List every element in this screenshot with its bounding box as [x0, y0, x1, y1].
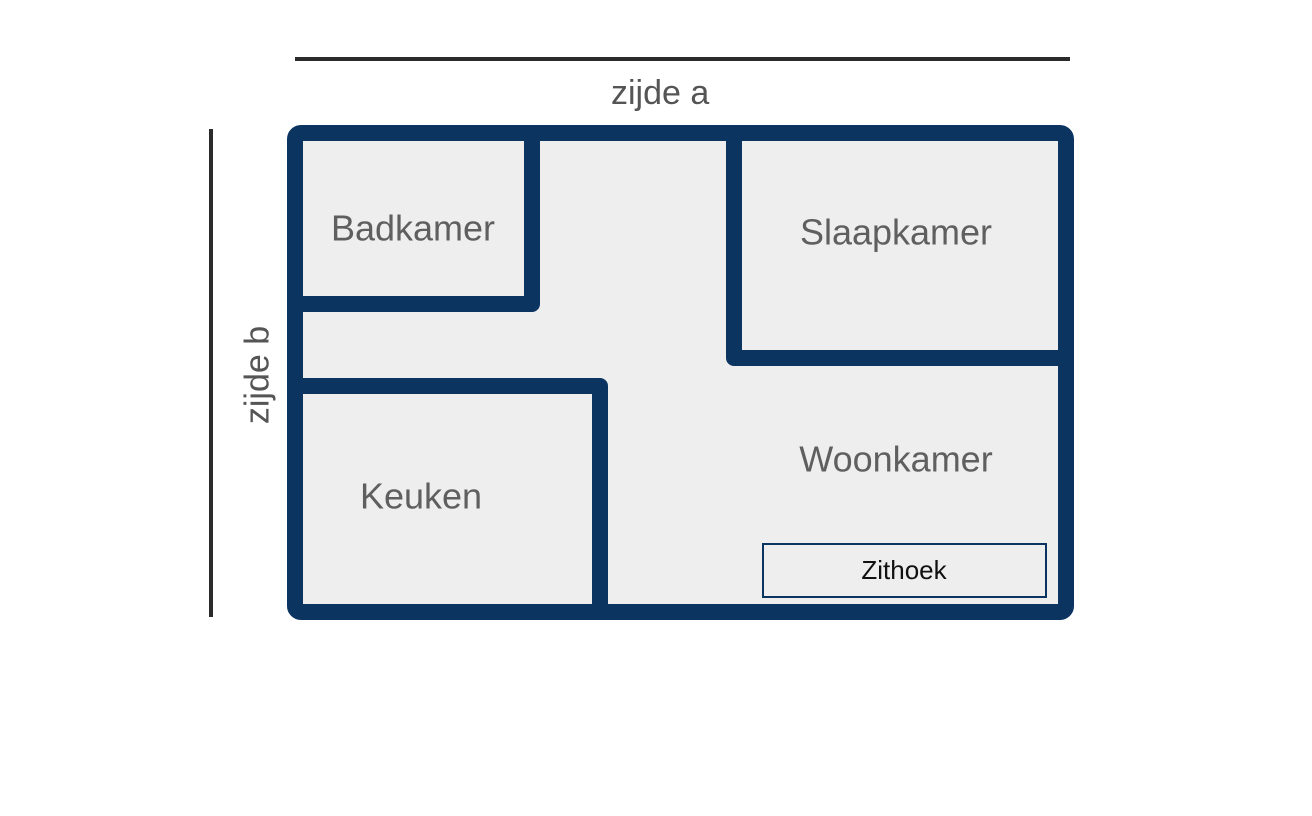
room-label-living-room: Woonkamer [799, 439, 992, 480]
room-label-bathroom: Badkamer [331, 208, 495, 249]
side-a-dimension-line [295, 57, 1070, 61]
room-label-bedroom: Slaapkamer [800, 212, 992, 253]
bedroom-wall [726, 133, 1066, 366]
seating-area-box [762, 543, 1047, 598]
room-label-kitchen: Keuken [360, 476, 482, 517]
side-b-dimension-line [209, 129, 213, 617]
kitchen-wall [295, 378, 608, 612]
bathroom-wall [295, 133, 540, 312]
seating-area-label: Zithoek [861, 555, 947, 585]
side-a-label: zijde a [611, 74, 710, 112]
floor-area [295, 133, 1066, 612]
outer-wall [287, 125, 1074, 620]
